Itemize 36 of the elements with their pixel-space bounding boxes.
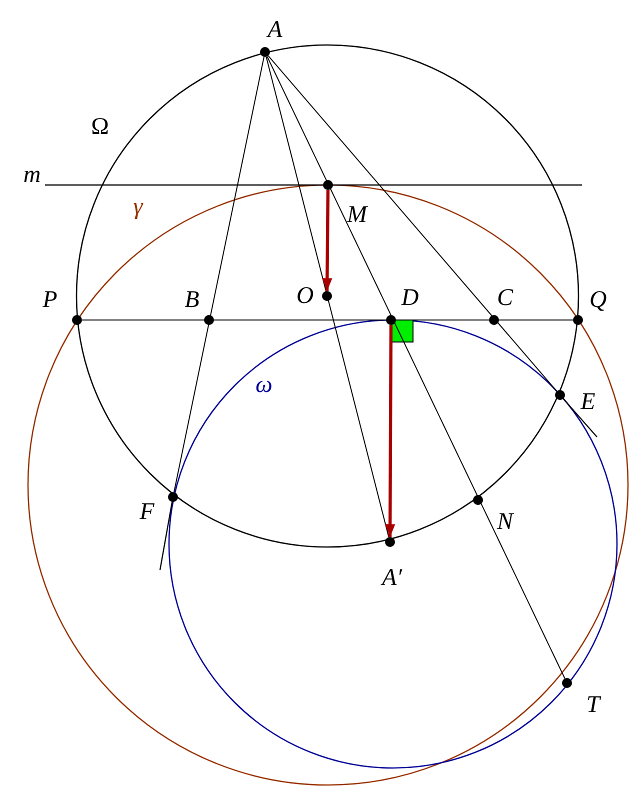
point-dot: [168, 492, 178, 502]
line-segment: [266, 56, 566, 679]
point-dot: [385, 537, 395, 547]
circle-label: γ: [133, 195, 143, 219]
point-label: N: [497, 510, 513, 534]
point-label: T: [586, 693, 600, 717]
point-label: B: [184, 288, 200, 312]
point-dot: [204, 315, 214, 325]
circle-label: ω: [256, 373, 272, 397]
point-dot: [489, 315, 499, 325]
point-label: P: [42, 288, 58, 312]
point-dot: [72, 315, 82, 325]
point-dot: [323, 180, 333, 190]
point-label: M: [347, 203, 367, 227]
point-dot: [386, 315, 396, 325]
point-label: D: [401, 286, 419, 310]
point-label: A: [268, 18, 282, 42]
point-label: O: [296, 284, 314, 308]
point-dot: [555, 390, 565, 400]
circle-label: Ω: [91, 115, 109, 139]
point-label: F: [140, 500, 154, 524]
arrow: [322, 190, 332, 292]
point-dot: [573, 315, 583, 325]
point-dot: [260, 47, 270, 57]
point-label: Q: [589, 288, 607, 312]
point-dot: [322, 291, 332, 301]
line-segment: [268, 55, 558, 392]
point-dot: [473, 495, 483, 505]
point-label: E: [580, 390, 596, 414]
line-segment: [174, 56, 264, 493]
point-label: A′: [382, 566, 402, 590]
line-segment: [266, 56, 390, 538]
point-label: C: [497, 286, 513, 310]
arrow: [384, 325, 396, 537]
line-label: m: [23, 163, 41, 187]
point-dot: [562, 678, 572, 688]
